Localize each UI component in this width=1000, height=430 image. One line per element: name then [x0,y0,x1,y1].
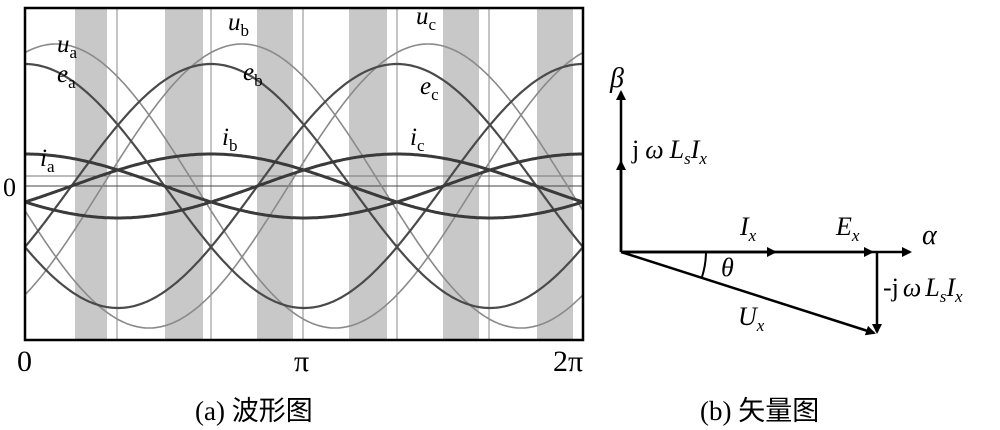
label-ic: ic [410,124,425,155]
x-tick-pi: π [294,345,309,378]
caption-waveform: (a) 波形图 [195,396,313,426]
shade-band-6 [537,8,573,340]
waveform-curves [24,43,584,329]
label-ua: ua [57,31,78,62]
label-ia: ia [40,145,55,176]
waveform-panel: ua ea ia ub eb ib uc ec ic 0 0 π 2π (a) … [3,3,585,426]
ux-arrow [620,250,876,336]
x-tick-0: 0 [17,345,32,378]
wave-ec [24,62,584,310]
shade-band-4 [349,8,387,340]
wave-ic [24,152,584,220]
wave-ua [24,43,584,329]
label-uc: uc [416,3,437,34]
shade-band-2 [165,8,203,340]
caption-vector: (b) 矢量图 [700,396,819,426]
label-eb: eb [243,59,263,90]
ex-label: Ex [835,212,860,245]
label-ec: ec [420,73,439,104]
theta-arc [701,251,707,278]
wave-uc [24,43,584,329]
ix-label: Ix [739,212,757,245]
wave-ub [24,43,584,329]
x-tick-2pi: 2π [553,345,583,378]
alpha-label: α [922,220,938,251]
ux-label: Ux [738,302,765,335]
label-ub: ub [228,9,249,40]
label-ea: ea [57,61,76,92]
plot-frame [23,6,585,342]
beta-label: β [609,63,624,94]
y-zero-label: 0 [3,173,16,202]
theta-label: θ [721,253,734,282]
label-ib: ib [222,124,237,155]
